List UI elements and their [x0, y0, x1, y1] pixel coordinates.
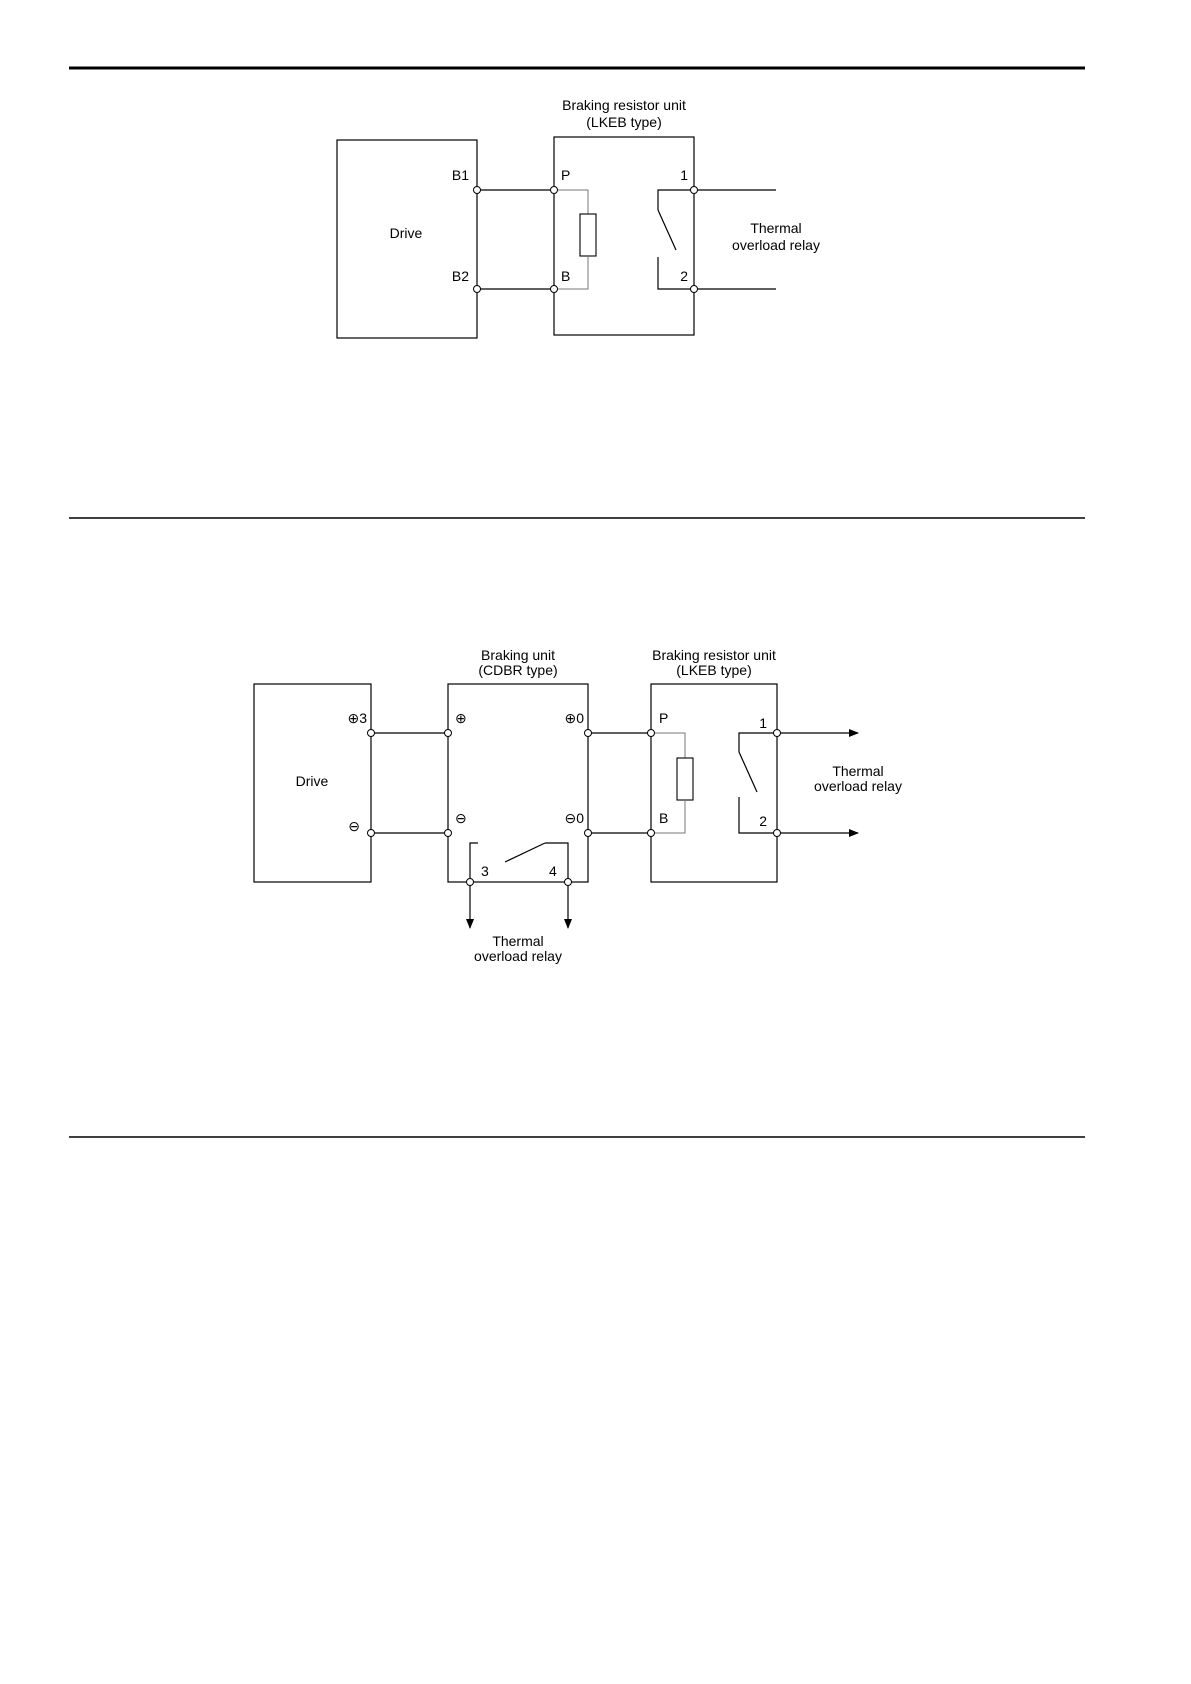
- relay-contact-bottom: [658, 257, 694, 289]
- resistor-lead-top: [554, 190, 588, 214]
- bu-terminal-minus-in-label: ⊖: [455, 810, 467, 826]
- terminal-b-label: B: [561, 268, 570, 284]
- resistor-unit-box: [554, 137, 694, 335]
- terminal-p-2: [648, 730, 655, 737]
- bu-terminal-minus-out: [585, 830, 592, 837]
- bu-terminal-3-label: 3: [481, 863, 489, 879]
- bu-terminal-plus-out-label: ⊕0: [564, 710, 584, 726]
- bu-terminal-minus-out-label: ⊖0: [564, 810, 584, 826]
- relay-label-line2: overload relay: [732, 237, 820, 253]
- drive-label-2: Drive: [296, 773, 329, 789]
- terminal-2-label-2: 2: [759, 813, 767, 829]
- resistor-unit-title-line2: (LKEB type): [586, 114, 661, 130]
- resistor-symbol: [580, 214, 596, 256]
- terminal-b-2: [648, 830, 655, 837]
- bu-terminal-plus-in-label: ⊕: [455, 710, 467, 726]
- resistor-symbol-2: [677, 758, 693, 800]
- bu-terminal-plus-in: [445, 730, 452, 737]
- relay-contact-blade-2: [739, 752, 757, 792]
- resistor-lead-top-2: [651, 733, 685, 758]
- relay-label-2-line2: overload relay: [814, 778, 902, 794]
- terminal-1: [691, 187, 698, 194]
- terminal-p-label-2: P: [659, 710, 668, 726]
- resistor-unit-box-2: [651, 684, 777, 882]
- terminal-b2-label: B2: [452, 268, 469, 284]
- terminal-2: [691, 286, 698, 293]
- drive-terminal-minus-label: ⊖: [348, 818, 360, 834]
- terminal-1-2: [774, 730, 781, 737]
- terminal-b: [551, 286, 558, 293]
- terminal-b-label-2: B: [659, 810, 668, 826]
- terminal-p-label: P: [561, 167, 570, 183]
- terminal-2-2: [774, 830, 781, 837]
- relay-contact-top-2: [739, 733, 777, 752]
- relay-label-line1: Thermal: [750, 220, 801, 236]
- bu-relay-label-line2: overload relay: [474, 948, 562, 964]
- terminal-b2: [474, 286, 481, 293]
- resistor-lead-bottom: [554, 256, 588, 289]
- bu-terminal-minus-in: [445, 830, 452, 837]
- relay-label-2-line1: Thermal: [832, 763, 883, 779]
- braking-unit-title-line1: Braking unit: [481, 647, 555, 663]
- bu-relay-label-line1: Thermal: [492, 933, 543, 949]
- terminal-b1-label: B1: [452, 167, 469, 183]
- bu-terminal-4-label: 4: [549, 863, 557, 879]
- drive-label: Drive: [390, 225, 423, 241]
- bu-contact-left: [470, 843, 478, 882]
- drive-terminal-minus: [368, 830, 375, 837]
- relay-contact-blade: [658, 210, 676, 250]
- bu-contact-blade: [505, 843, 545, 862]
- terminal-p: [551, 187, 558, 194]
- resistor-unit-title-line1: Braking resistor unit: [562, 97, 686, 113]
- terminal-b1: [474, 187, 481, 194]
- bu-terminal-4: [565, 879, 572, 886]
- diagram-1: Drive B1 B2 Braking resistor unit (LKEB …: [337, 97, 820, 338]
- bu-terminal-3: [467, 879, 474, 886]
- relay-contact-top: [658, 190, 694, 210]
- bu-terminal-plus-out: [585, 730, 592, 737]
- resistor-unit-2-title-line1: Braking resistor unit: [652, 647, 776, 663]
- terminal-1-label-2: 1: [759, 715, 767, 731]
- braking-unit-title-line2: (CDBR type): [478, 662, 557, 678]
- drive-terminal-plus-label: ⊕3: [347, 710, 367, 726]
- diagram-2: Drive ⊕3 ⊖ Braking unit (CDBR type) ⊕ ⊖ …: [254, 647, 902, 964]
- relay-contact-bottom-2: [739, 797, 777, 833]
- terminal-1-label: 1: [680, 167, 688, 183]
- terminal-2-label: 2: [680, 268, 688, 284]
- resistor-unit-2-title-line2: (LKEB type): [676, 662, 751, 678]
- drive-terminal-plus: [368, 730, 375, 737]
